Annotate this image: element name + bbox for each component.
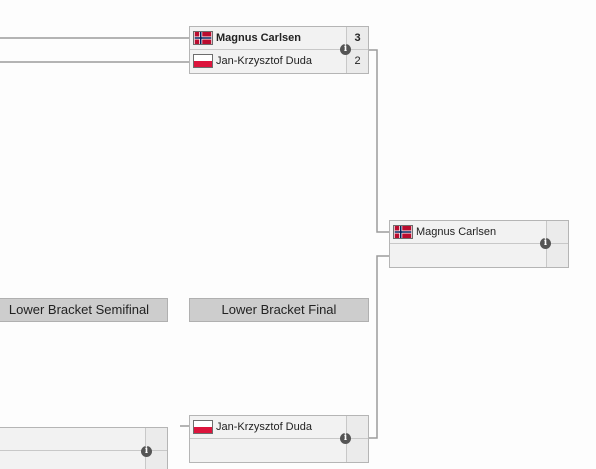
- norway-flag-icon: [194, 32, 212, 44]
- match-info-icon[interactable]: i: [340, 44, 351, 55]
- player-score: 3: [354, 32, 361, 44]
- player-name: Jan-Krzysztof Duda: [216, 421, 312, 433]
- match-slot-bottom[interactable]: Jan-Krzysztof Duda 2: [190, 50, 368, 73]
- match-divider: [0, 450, 167, 451]
- match-lower-final[interactable]: Jan-Krzysztof Duda i: [189, 415, 369, 463]
- match-info-icon[interactable]: i: [340, 433, 351, 444]
- connector-line: [368, 255, 390, 439]
- player-name: Magnus Carlsen: [416, 226, 497, 238]
- round-header-lower-semifinal: Lower Bracket Semifinal: [0, 298, 168, 322]
- match-info-icon[interactable]: i: [540, 238, 551, 249]
- poland-flag-icon: [194, 421, 212, 433]
- match-slot-top[interactable]: Magnus Carlsen: [390, 221, 568, 244]
- round-header-lower-final: Lower Bracket Final: [189, 298, 369, 322]
- match-lower-semifinal[interactable]: i: [0, 427, 168, 469]
- match-grand-final[interactable]: Magnus Carlsen i: [389, 220, 569, 268]
- poland-flag-icon: [194, 55, 212, 67]
- norway-flag-icon: [394, 226, 412, 238]
- match-slot-top[interactable]: Magnus Carlsen 3: [190, 27, 368, 50]
- player-name: Magnus Carlsen: [216, 32, 301, 44]
- player-score: 2: [354, 55, 361, 67]
- connector-line: [368, 49, 390, 233]
- match-upper-final[interactable]: Magnus Carlsen 3 Jan-Krzysztof Duda 2 i: [189, 26, 369, 74]
- match-divider: [190, 438, 368, 439]
- match-slot-top[interactable]: Jan-Krzysztof Duda: [190, 416, 368, 439]
- match-divider: [390, 243, 568, 244]
- match-divider: [190, 49, 368, 50]
- player-name: Jan-Krzysztof Duda: [216, 55, 312, 67]
- match-info-icon[interactable]: i: [141, 446, 152, 457]
